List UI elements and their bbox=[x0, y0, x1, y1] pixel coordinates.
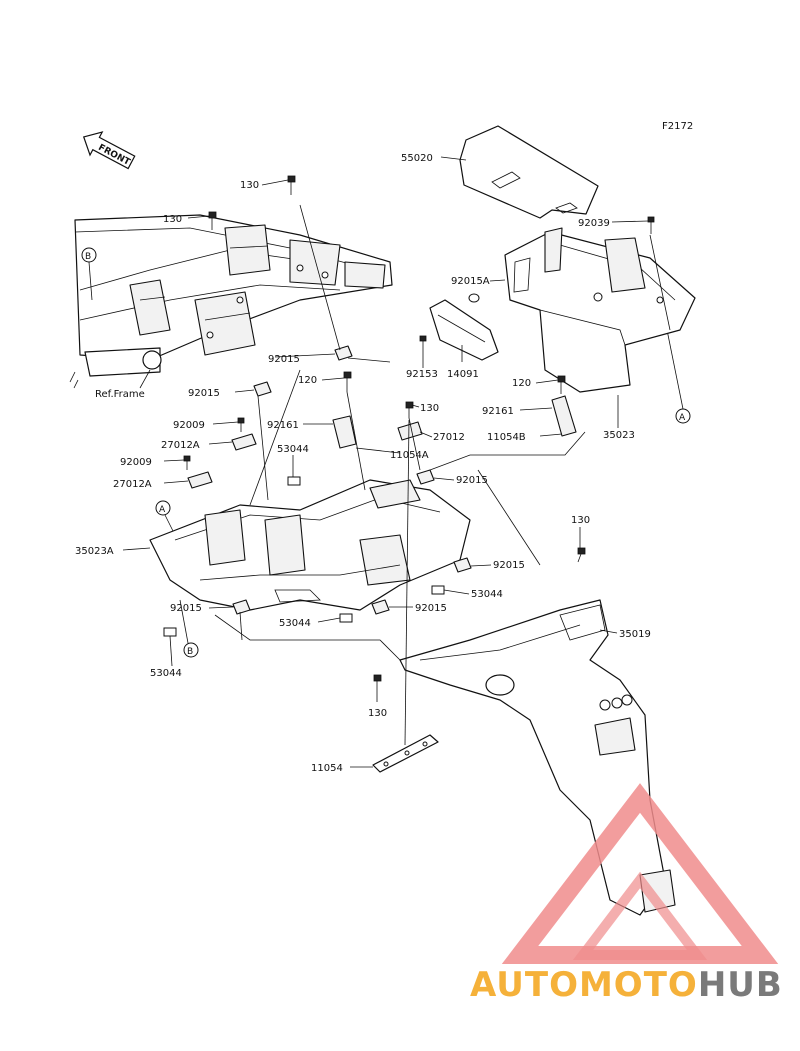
ref-frame-label: Ref.Frame bbox=[95, 389, 145, 400]
label-130-c: 130 bbox=[420, 403, 439, 414]
label-92039: 92039 bbox=[578, 218, 610, 229]
label-130-bottom: 130 bbox=[368, 708, 387, 719]
callout-a-top: A bbox=[664, 319, 691, 424]
label-53044-3: 53044 bbox=[279, 618, 311, 629]
leader-lines bbox=[122, 156, 671, 768]
hardware-bolts bbox=[183, 175, 655, 690]
label-92015-1: 92015 bbox=[268, 354, 300, 365]
label-11054A: 11054A bbox=[390, 450, 429, 461]
svg-text:B: B bbox=[85, 252, 91, 262]
label-27012: 27012 bbox=[433, 432, 465, 443]
part-35019-fender bbox=[399, 599, 676, 916]
svg-text:A: A bbox=[159, 505, 166, 515]
hardware-clips bbox=[163, 345, 577, 637]
front-arrow-icon: FRONT bbox=[82, 131, 136, 170]
part-labels: 55020 130 130 92039 92015A 92015 92153 1… bbox=[75, 153, 651, 774]
callout-b-bottom: B bbox=[179, 599, 199, 658]
svg-text:A: A bbox=[679, 413, 686, 423]
label-92009-2: 92009 bbox=[120, 457, 152, 468]
label-53044-4: 53044 bbox=[150, 668, 182, 679]
label-55020: 55020 bbox=[401, 153, 433, 164]
label-120-right: 120 bbox=[512, 378, 531, 389]
frame-assembly bbox=[69, 214, 393, 389]
label-53044-2: 53044 bbox=[471, 589, 503, 600]
label-130-mid: 130 bbox=[163, 214, 182, 225]
label-92015-4: 92015 bbox=[493, 560, 525, 571]
label-35019: 35019 bbox=[619, 629, 651, 640]
part-55020-seat-pad bbox=[459, 125, 599, 219]
label-130-top: 130 bbox=[240, 180, 259, 191]
label-92015-3: 92015 bbox=[456, 475, 488, 486]
label-92015-2: 92015 bbox=[188, 388, 220, 399]
label-53044-1: 53044 bbox=[277, 444, 309, 455]
watermark-text: AUTOMOTOHUB bbox=[470, 965, 783, 1005]
label-92161-left: 92161 bbox=[267, 420, 299, 431]
part-35023A-tray bbox=[149, 479, 471, 611]
label-92015A: 92015A bbox=[451, 276, 490, 287]
label-92009-1: 92009 bbox=[173, 420, 205, 431]
label-27012A-1: 27012A bbox=[161, 440, 200, 451]
label-35023: 35023 bbox=[603, 430, 635, 441]
label-14091: 14091 bbox=[447, 369, 479, 380]
label-92153: 92153 bbox=[406, 369, 438, 380]
part-35023-case bbox=[504, 227, 696, 393]
callout-a-left: A bbox=[155, 500, 176, 536]
label-120-left: 120 bbox=[298, 375, 317, 386]
part-11054-plate bbox=[372, 734, 439, 773]
label-27012A-2: 27012A bbox=[113, 479, 152, 490]
label-35023A: 35023A bbox=[75, 546, 114, 557]
figure-code: F2172 bbox=[662, 121, 693, 132]
label-11054B: 11054B bbox=[487, 432, 526, 443]
label-92015-5: 92015 bbox=[170, 603, 202, 614]
callout-b-top: B bbox=[81, 247, 97, 301]
label-92161-right: 92161 bbox=[482, 406, 514, 417]
label-92015-6: 92015 bbox=[415, 603, 447, 614]
part-14091-cover bbox=[429, 299, 499, 361]
label-11054: 11054 bbox=[311, 763, 343, 774]
watermark-logo: AUTOMOTOHUB bbox=[470, 783, 783, 1005]
label-130-right: 130 bbox=[571, 515, 590, 526]
svg-text:B: B bbox=[187, 647, 193, 657]
